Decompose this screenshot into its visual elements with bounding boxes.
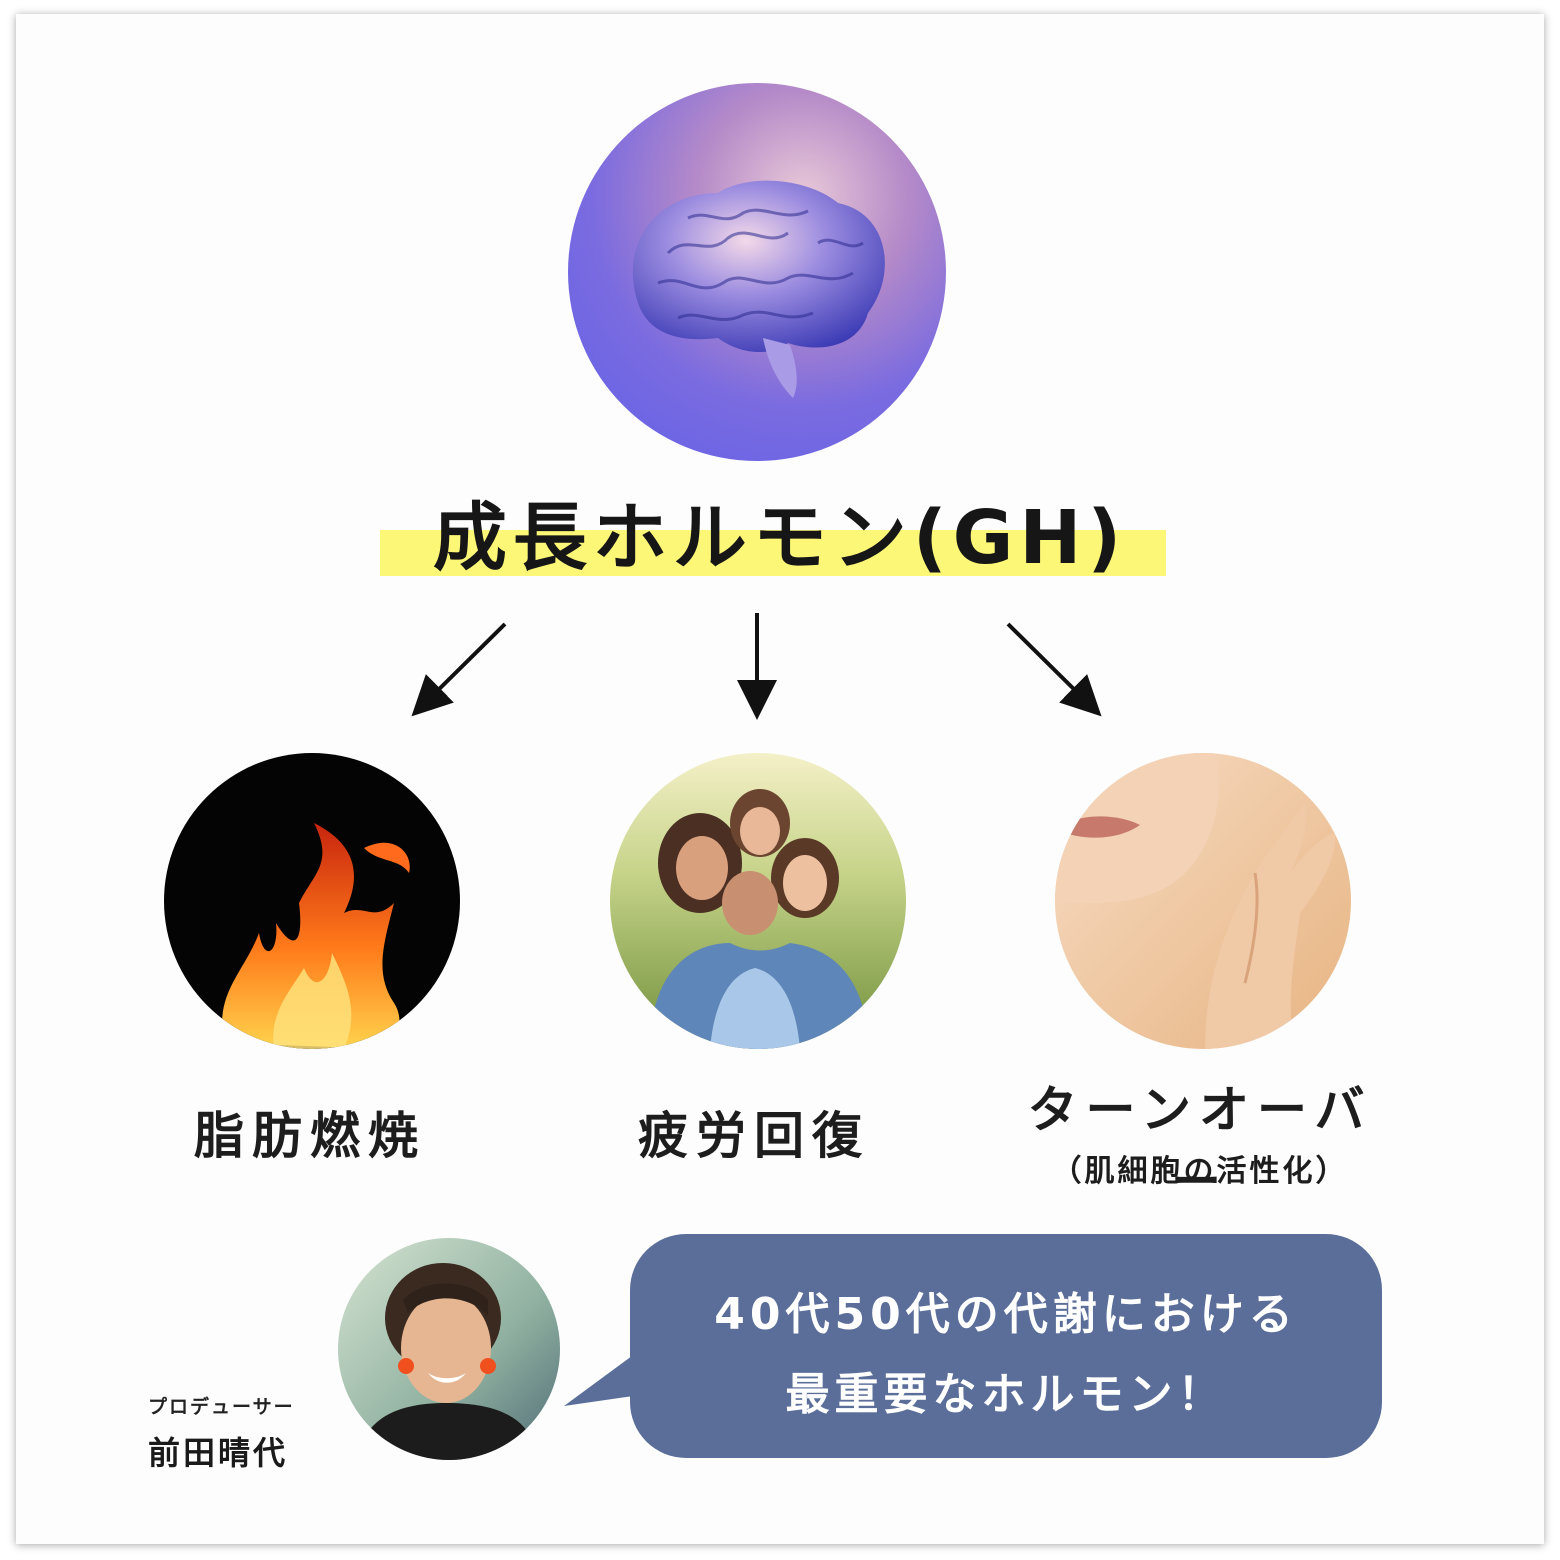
title-highlight <box>380 530 1166 576</box>
effect-sublabel-turnover: （肌細胞の活性化） <box>1051 1154 1349 1189</box>
speaker-role: プロデューサー <box>148 1396 295 1418</box>
family-image <box>610 753 906 1049</box>
arrow-right <box>1006 622 1102 717</box>
effect-label-fat: 脂肪燃焼 <box>194 1107 426 1165</box>
page-title: 成長ホルモン(GH) <box>432 495 1128 581</box>
speaker-avatar <box>338 1238 560 1460</box>
bubble-line-2: 最重要なホルモン！ <box>785 1369 1227 1420</box>
skin-face-icon <box>1055 753 1351 1049</box>
fire-icon <box>164 753 460 1049</box>
arrow-left <box>411 622 507 717</box>
family-icon <box>610 753 906 1049</box>
brain-icon <box>568 83 946 461</box>
bubble-line-1: 40代50代の代謝における <box>714 1289 1298 1340</box>
skin-image <box>1055 753 1351 1049</box>
effect-label-turnover: ターンオーバー <box>1027 1081 1373 1211</box>
effect-label-fatigue: 疲労回復 <box>638 1107 870 1165</box>
avatar <box>338 1238 560 1460</box>
arrows <box>411 613 1102 720</box>
brain-image <box>568 83 946 461</box>
title-block: 成長ホルモン(GH) <box>0 488 1560 588</box>
bubble-tail <box>564 1350 640 1406</box>
speaker-name: 前田晴代 <box>148 1434 289 1472</box>
fire-image <box>164 753 460 1049</box>
speech-bubble <box>630 1234 1382 1458</box>
